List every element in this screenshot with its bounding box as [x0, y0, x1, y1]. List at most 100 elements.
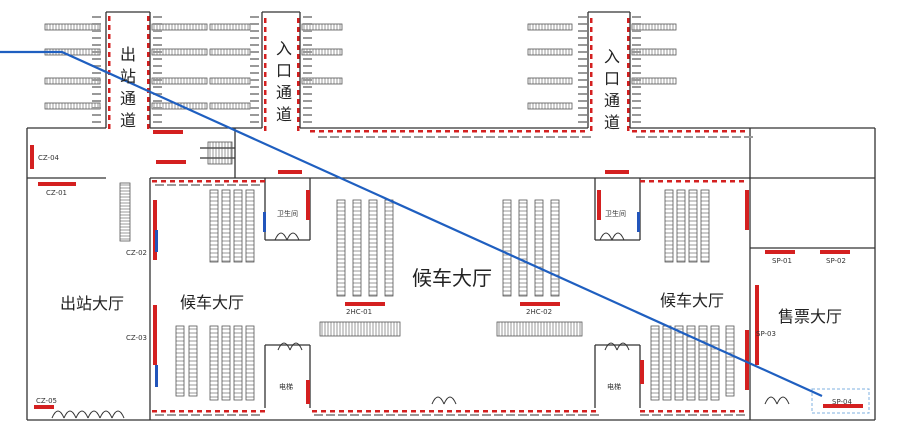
gate-marker — [677, 130, 682, 133]
gate-marker — [722, 130, 727, 133]
gate-marker — [330, 410, 335, 413]
gate-code-mark — [153, 30, 162, 32]
gate-code-mark — [736, 414, 745, 416]
gate-marker — [147, 124, 150, 129]
gate-row — [44, 77, 101, 85]
gate-marker — [730, 180, 735, 183]
gate-code-mark — [303, 58, 312, 60]
gate-marker — [108, 34, 111, 39]
gate-code-mark — [636, 136, 645, 138]
gate-marker — [573, 410, 578, 413]
gate-marker — [501, 410, 506, 413]
gate-code-mark — [578, 65, 587, 67]
gate-code-mark — [153, 86, 162, 88]
gate-row-outline — [151, 48, 208, 56]
code-sp-02: SP-02 — [826, 257, 846, 265]
gate-code-mark — [390, 136, 399, 138]
seat-column — [188, 325, 198, 397]
gate-code-mark — [92, 79, 101, 81]
gate-code-mark — [720, 136, 729, 138]
gate-code-mark — [398, 414, 407, 416]
gate-marker — [264, 126, 267, 131]
gate-marker — [297, 45, 300, 50]
gate-marker — [375, 410, 380, 413]
gate-marker — [108, 61, 111, 66]
gate-code-mark — [708, 136, 717, 138]
gate-marker — [755, 285, 759, 365]
gate-code-mark — [303, 37, 312, 39]
gate-marker — [481, 130, 486, 133]
gate-marker — [264, 27, 267, 32]
gate-marker — [676, 410, 681, 413]
escalator-comb — [319, 321, 401, 337]
seat-column — [368, 199, 378, 297]
exit-passage-label: 出站 通道 — [119, 45, 136, 130]
seat-column-outline — [221, 189, 231, 263]
seat-column-outline — [233, 325, 243, 401]
gate-marker — [409, 130, 414, 133]
gate-marker — [233, 180, 238, 183]
gate-marker — [147, 61, 150, 66]
gate-marker — [640, 360, 644, 384]
gate-row — [151, 23, 208, 31]
gate-code-mark — [92, 93, 101, 95]
gate-code-mark — [498, 136, 507, 138]
gate-code-mark — [350, 414, 359, 416]
gate-marker — [658, 410, 663, 413]
gate-marker — [264, 54, 267, 59]
seat-column-outline — [221, 325, 231, 401]
seat-column — [502, 199, 512, 297]
gate-code-mark — [458, 414, 467, 416]
gate-marker — [355, 130, 360, 133]
gate-code-mark — [153, 93, 162, 95]
gate-code-mark — [250, 114, 259, 116]
gate-code-mark — [522, 136, 531, 138]
gate-marker — [427, 130, 432, 133]
gate-marker — [297, 63, 300, 68]
gate-marker — [590, 90, 593, 95]
door-arc — [75, 410, 101, 419]
seat-column — [384, 199, 394, 297]
gate-code-mark — [632, 86, 641, 88]
door-arc — [99, 410, 125, 419]
gate-marker — [264, 72, 267, 77]
gate-marker — [668, 130, 673, 133]
gate-marker — [555, 410, 560, 413]
gate-code-mark — [153, 114, 162, 116]
gate-marker — [704, 130, 709, 133]
gate-marker — [490, 130, 495, 133]
gate-marker — [562, 130, 567, 133]
gate-marker — [605, 170, 629, 174]
gate-code-mark — [167, 184, 176, 186]
gate-marker — [590, 27, 593, 32]
seat-column — [674, 325, 684, 401]
gate-code-mark — [632, 44, 641, 46]
gate-marker — [319, 130, 324, 133]
gate-code-mark — [386, 414, 395, 416]
gate-marker — [170, 180, 175, 183]
gate-marker — [640, 410, 645, 413]
gate-marker — [564, 410, 569, 413]
gate-row-outline — [151, 23, 208, 31]
gate-marker — [580, 130, 585, 133]
gate-code-mark — [566, 414, 575, 416]
gate-code-mark — [578, 93, 587, 95]
gate-marker — [627, 99, 630, 104]
gate-marker — [411, 410, 416, 413]
gate-code-mark — [314, 414, 323, 416]
gate-code-mark — [303, 107, 312, 109]
gate-marker — [510, 410, 515, 413]
gate-code-mark — [676, 414, 685, 416]
gate-marker — [188, 410, 193, 413]
gate-code-mark — [155, 414, 164, 416]
gate-marker — [627, 45, 630, 50]
gate-row — [301, 23, 343, 31]
gate-code-mark — [153, 107, 162, 109]
gate-marker — [528, 410, 533, 413]
gate-marker — [420, 410, 425, 413]
gate-code-mark — [414, 136, 423, 138]
code-sp-03: SP-03 — [756, 330, 776, 338]
gate-row-outline — [527, 48, 573, 56]
gate-code-mark — [378, 136, 387, 138]
seat-column-outline — [352, 199, 362, 297]
